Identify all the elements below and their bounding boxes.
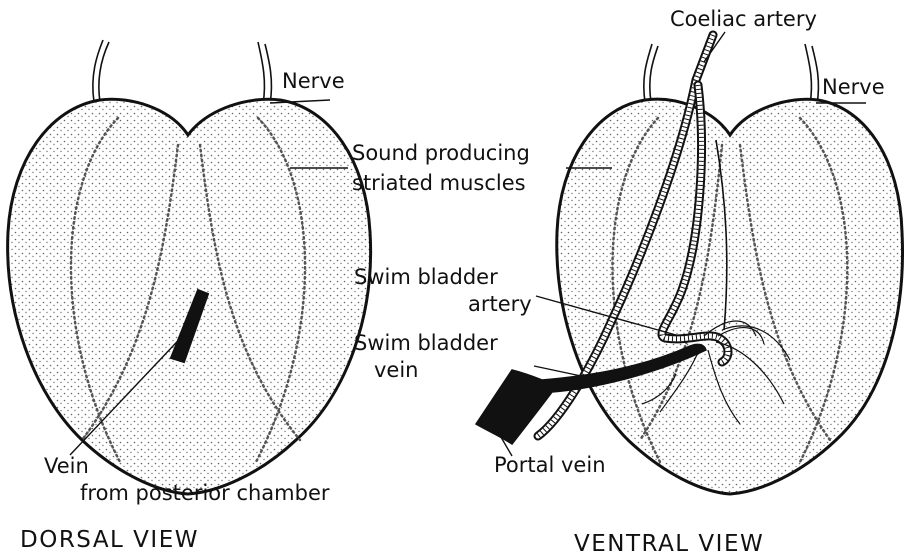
dorsal-nerve-left-2	[99, 42, 109, 102]
ventral-nerve-right	[805, 44, 811, 104]
ventral-view: Coeliac artery Nerve Swim bladder artery…	[354, 7, 902, 556]
sb-vein-label-line1: Swim bladder	[354, 331, 498, 355]
ventral-nerve-left-2	[650, 46, 658, 102]
dorsal-view: Nerve Sound producing striated muscles V…	[8, 40, 530, 553]
dorsal-nerve-left	[93, 40, 103, 102]
sb-artery-label-line2: artery	[468, 292, 532, 316]
dorsal-muscle-label-line2: striated muscles	[352, 171, 526, 195]
dorsal-swim-bladder	[8, 99, 371, 494]
sb-artery-label-line1: Swim bladder	[354, 265, 498, 289]
dorsal-vein-label-line1: Vein	[44, 454, 89, 478]
sb-vein-label-line2: vein	[374, 358, 419, 382]
ventral-caption: VENTRAL VIEW	[574, 531, 764, 556]
dorsal-nerve-label: Nerve	[282, 69, 345, 93]
ventral-swim-bladder	[557, 99, 903, 494]
dorsal-nerve-right-2	[265, 44, 271, 104]
dorsal-caption: DORSAL VIEW	[20, 527, 199, 553]
coeliac-artery-label: Coeliac artery	[670, 7, 817, 31]
portal-vein-label: Portal vein	[494, 453, 606, 477]
ventral-nerve-right-2	[812, 46, 818, 104]
ventral-nerve-label: Nerve	[822, 75, 885, 99]
dorsal-vein-label-line2: from posterior chamber	[80, 481, 330, 505]
dorsal-nerve-right	[258, 42, 264, 104]
dorsal-muscle-label-line1: Sound producing	[352, 141, 530, 165]
